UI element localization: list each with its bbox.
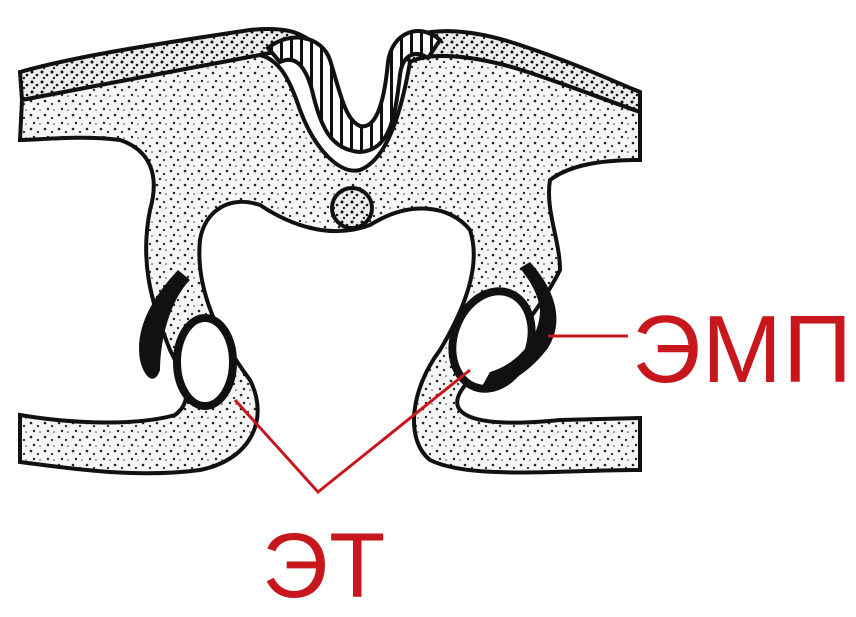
- left-coelom-pocket: [177, 318, 233, 406]
- label-emp: ЭМП: [632, 302, 853, 398]
- label-et: ЭТ: [262, 520, 386, 612]
- notochord: [332, 188, 372, 228]
